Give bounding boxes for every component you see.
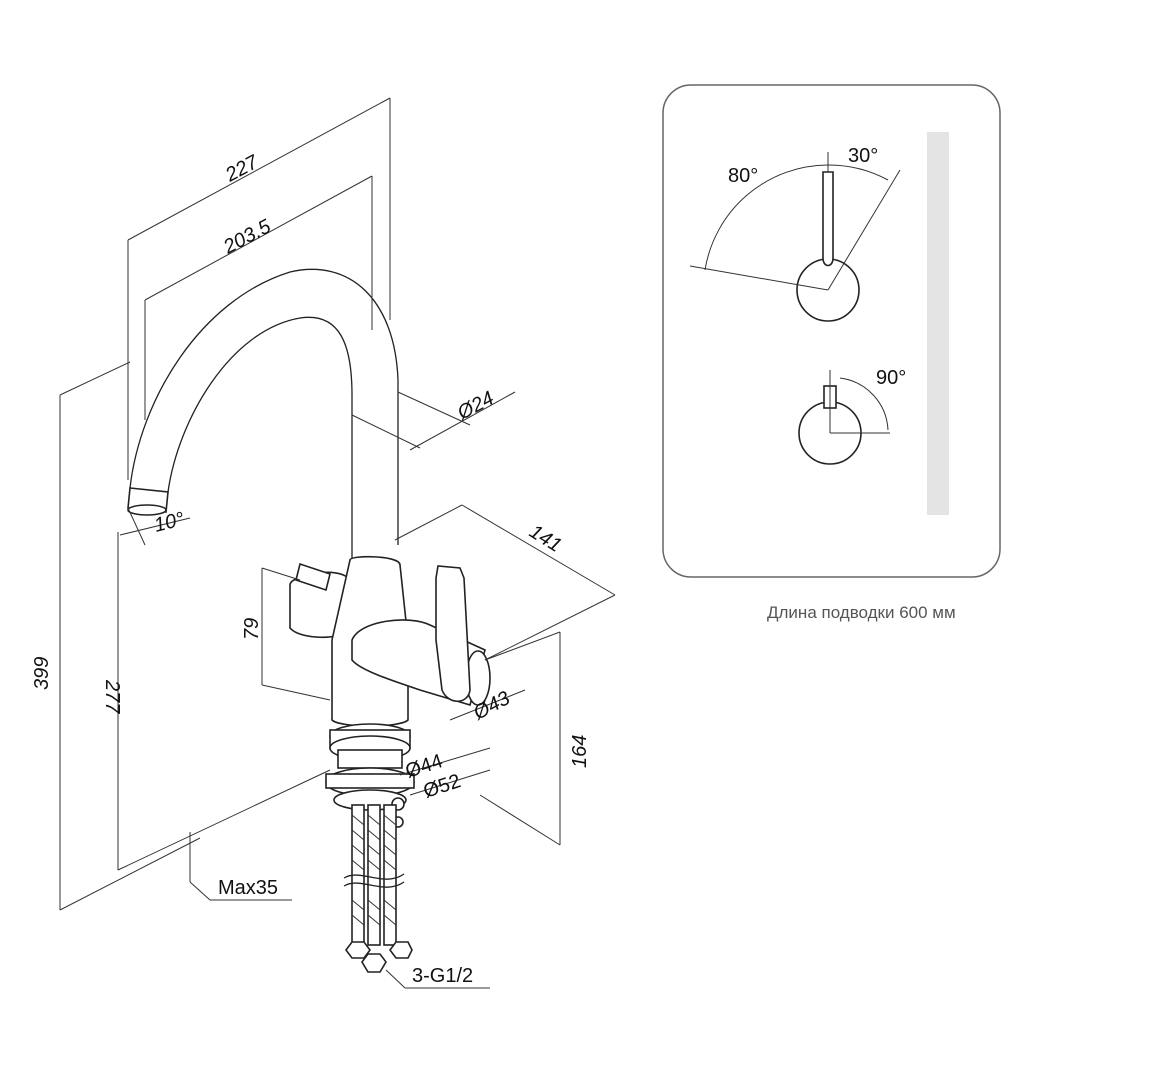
angle-right-label: 30° [848, 145, 878, 167]
dim-handles-width: 141 [525, 521, 565, 557]
hose-length-note: Длина подводки 600 мм [767, 603, 956, 622]
dim-spout-length: 227 [221, 151, 262, 187]
dim-spout-diameter: Ø24 [453, 387, 498, 425]
dim-handle-height: 79 [241, 618, 263, 640]
rotation-panel [662, 84, 1001, 578]
dim-max-countertop: Max35 [218, 877, 278, 899]
dimension-lines [59, 97, 616, 989]
dim-outlet-height: 277 [101, 679, 123, 714]
angle-left-label: 80° [728, 165, 758, 187]
dim-body-height: 164 [569, 735, 591, 768]
angle-filter-label: 90° [876, 367, 906, 389]
hose-length-bar [927, 132, 949, 515]
faucet-outline [127, 268, 491, 973]
dim-connections: 3-G1/2 [412, 965, 473, 987]
dim-spout-reach: 203.5 [219, 215, 275, 259]
dim-total-height: 399 [31, 657, 53, 690]
